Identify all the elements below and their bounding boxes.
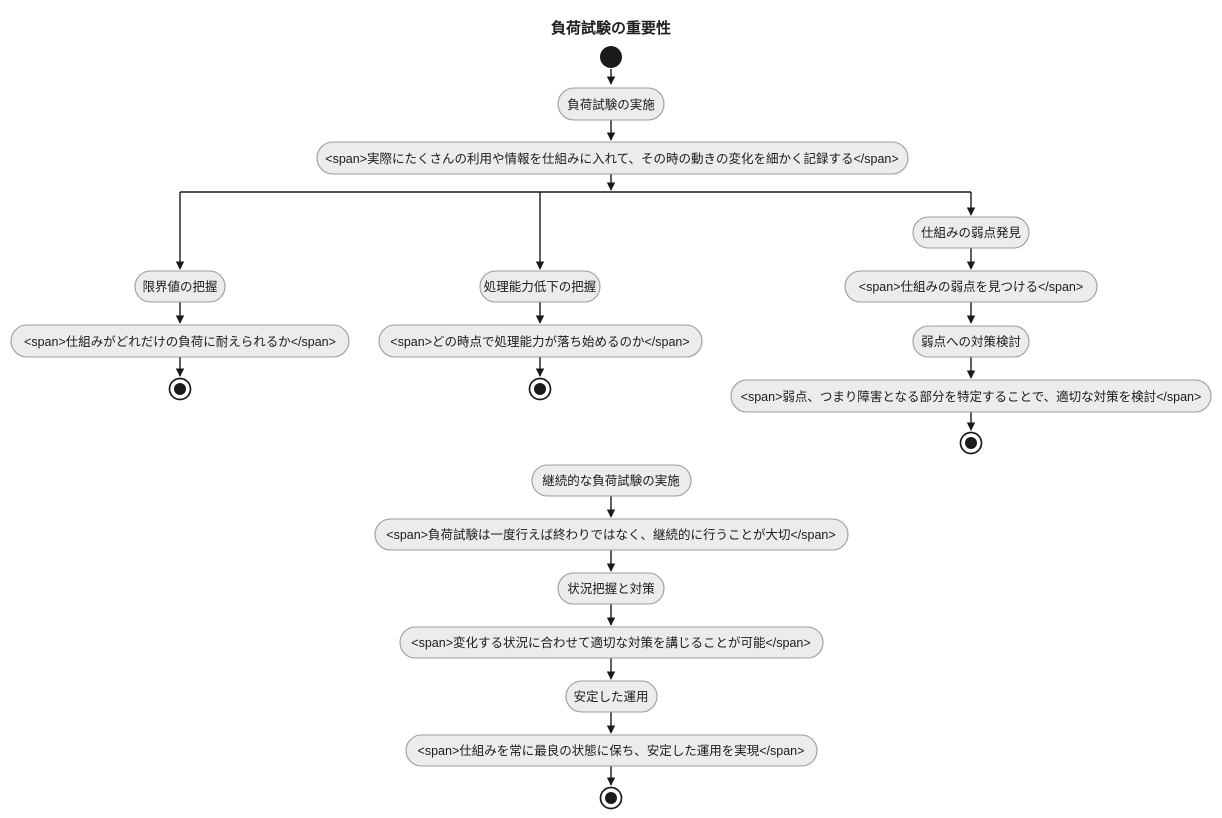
node-label: <span>どの時点で処理能力が落ち始めるのか</span> [390, 334, 689, 349]
node-shape [565, 680, 658, 713]
node-stable-operation[interactable]: 安定した運用 [565, 680, 658, 713]
end-node-core [534, 383, 546, 395]
node-maintain-best-condition[interactable]: <span>仕組みを常に最良の状態に保ち、安定した運用を実現</span> [405, 734, 818, 767]
end-node-branch-1 [168, 377, 192, 401]
node-label: 仕組みの弱点発見 [921, 226, 1022, 240]
node-label: 処理能力低下の把握 [484, 279, 597, 294]
node-countermeasure-review[interactable]: 弱点への対策検討 [912, 325, 1030, 358]
node-shape [399, 626, 824, 659]
node-appropriate-measures-possible[interactable]: <span>変化する状況に合わせて適切な対策を講じることが可能</span> [399, 626, 824, 659]
node-label: <span>変化する状況に合わせて適切な対策を講じることが可能</span> [411, 635, 810, 650]
node-record-behavior-changes[interactable]: <span>実際にたくさんの利用や情報を仕組みに入れて、その時の動きの変化を細か… [316, 141, 909, 175]
node-continuous-load-testing[interactable]: 継続的な負荷試験の実施 [531, 464, 692, 497]
node-load-test-execution[interactable]: 負荷試験の実施 [557, 87, 665, 121]
node-label: <span>仕組みがどれだけの負荷に耐えられるか</span> [24, 334, 336, 349]
end-node-core [605, 792, 617, 804]
node-how-much-load-endurable[interactable]: <span>仕組みがどれだけの負荷に耐えられるか</span> [10, 324, 350, 358]
node-label: 負荷試験の実施 [567, 97, 655, 112]
node-shape [557, 87, 665, 121]
node-label: 限界値の把握 [142, 279, 217, 294]
node-throughput-degradation-grasp[interactable]: 処理能力低下の把握 [479, 270, 601, 303]
node-label: 弱点への対策検討 [921, 334, 1021, 349]
node-shape [134, 270, 226, 303]
node-label: <span>実際にたくさんの利用や情報を仕組みに入れて、その時の動きの変化を細か… [325, 151, 898, 166]
node-shape [730, 379, 1212, 413]
node-label: <span>仕組みの弱点を見つける</span> [859, 280, 1083, 294]
node-shape [405, 734, 818, 767]
edge-layer [175, 69, 976, 786]
end-node-core [965, 437, 977, 449]
node-shape [316, 141, 909, 175]
node-label: <span>負荷試験は一度行えば終わりではなく、継続的に行うことが大切</spa… [386, 527, 835, 542]
node-label: 安定した運用 [573, 689, 648, 704]
node-shape [557, 572, 665, 605]
start-node-circle [600, 46, 622, 68]
node-shape [479, 270, 601, 303]
node-label: 継続的な負荷試験の実施 [542, 473, 680, 488]
end-node-core [174, 383, 186, 395]
node-shape [378, 324, 703, 358]
node-label: 状況把握と対策 [567, 581, 655, 596]
node-situation-grasp-and-measures[interactable]: 状況把握と対策 [557, 572, 665, 605]
node-shape [10, 324, 350, 358]
node-detect-weak-points[interactable]: <span>仕組みの弱点を見つける</span> [844, 270, 1098, 303]
node-when-throughput-drops[interactable]: <span>どの時点で処理能力が落ち始めるのか</span> [378, 324, 703, 358]
end-node-branch-2 [528, 377, 552, 401]
node-threshold-grasp[interactable]: 限界値の把握 [134, 270, 226, 303]
end-node-branch-3 [959, 431, 983, 455]
node-shape [912, 325, 1030, 358]
page-title: 負荷試験の重要性 [551, 19, 671, 37]
node-continuous-testing-important[interactable]: <span>負荷試験は一度行えば終わりではなく、継続的に行うことが大切</spa… [374, 518, 849, 551]
node-shape [912, 216, 1030, 249]
node-identify-failure-parts[interactable]: <span>弱点、つまり障害となる部分を特定することで、適切な対策を検討</sp… [730, 379, 1212, 413]
node-find-system-weakness[interactable]: 仕組みの弱点発見 [912, 216, 1030, 249]
node-shape [844, 270, 1098, 303]
end-node-chain [599, 786, 623, 810]
node-label: <span>弱点、つまり障害となる部分を特定することで、適切な対策を検討</sp… [741, 389, 1202, 404]
node-shape [531, 464, 692, 497]
node-label: <span>仕組みを常に最良の状態に保ち、安定した運用を実現</span> [418, 743, 805, 758]
node-shape [374, 518, 849, 551]
